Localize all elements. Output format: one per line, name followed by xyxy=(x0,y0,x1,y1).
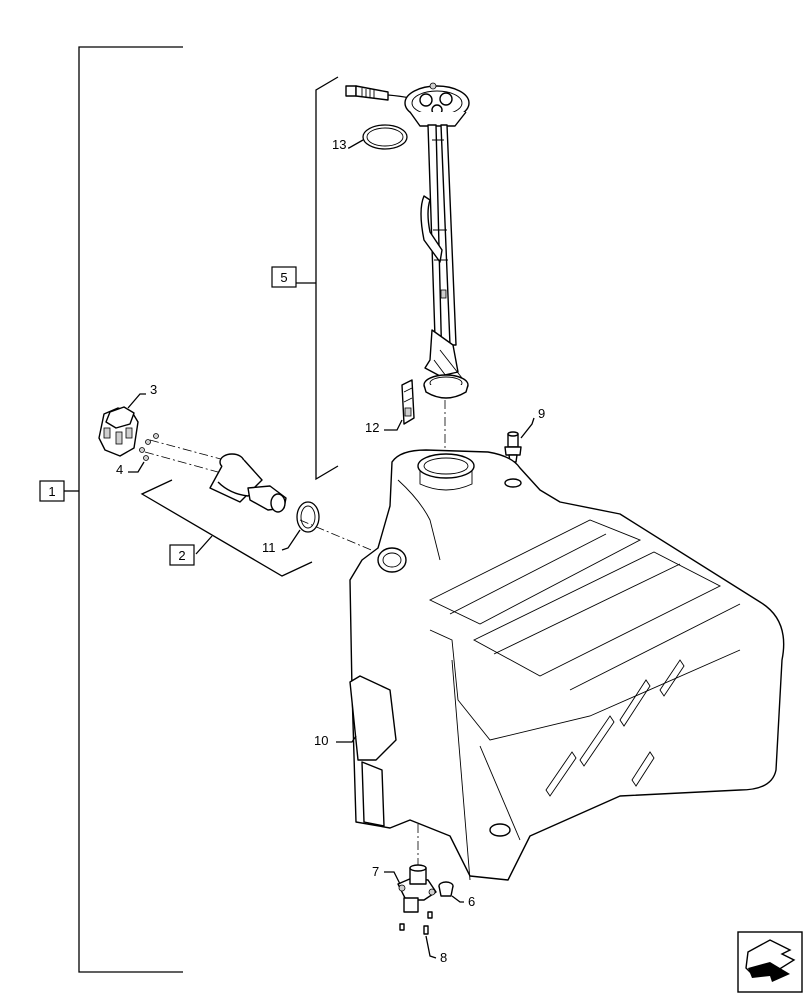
fuel-sender-unit xyxy=(345,82,470,399)
callout-6[interactable]: 6 xyxy=(468,894,475,909)
sensor-clip-12: 12 xyxy=(365,379,415,435)
filler-cap-3: 3 xyxy=(98,382,157,457)
callout-8[interactable]: 8 xyxy=(440,950,447,965)
screws-4: 4 xyxy=(116,433,159,477)
callout-13[interactable]: 13 xyxy=(332,137,346,152)
assembly-bracket-2: 2 xyxy=(140,479,313,577)
callout-10[interactable]: 10 xyxy=(314,733,328,748)
callout-7[interactable]: 7 xyxy=(372,864,379,879)
assembly-bracket-5: 5 xyxy=(271,76,339,481)
callout-3[interactable]: 3 xyxy=(150,382,157,397)
assembly-bracket-1: 1 xyxy=(39,46,183,973)
vent-fitting-9: 9 xyxy=(504,406,545,463)
callout-4[interactable]: 4 xyxy=(116,462,123,477)
callout-12[interactable]: 12 xyxy=(365,420,379,435)
drain-sensor-7: 7 xyxy=(372,864,437,913)
fuel-tank-10: 10 xyxy=(314,449,785,881)
callout-11[interactable]: 11 xyxy=(262,540,276,555)
drain-plug-6: 6 xyxy=(438,881,475,909)
o-ring-seal-13: 13 xyxy=(332,124,408,152)
callout-9[interactable]: 9 xyxy=(538,406,545,421)
next-page-arrow-icon[interactable] xyxy=(737,931,803,993)
filler-neck xyxy=(209,453,287,513)
callout-2[interactable]: 2 xyxy=(178,548,185,563)
screws-8: 8 xyxy=(399,911,447,965)
neck-seal-11: 11 xyxy=(262,501,320,555)
callout-5[interactable]: 5 xyxy=(280,270,287,285)
callout-1[interactable]: 1 xyxy=(48,484,55,499)
